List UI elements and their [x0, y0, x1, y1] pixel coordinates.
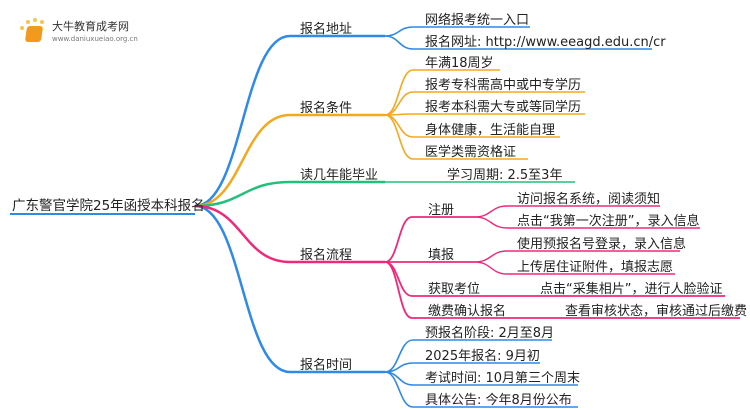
leaf-conditions: 医学类需资格证	[425, 145, 517, 160]
substep-line	[474, 250, 680, 263]
leaf-conditions: 报考专科需高中或中专学历	[425, 78, 582, 93]
branch-process: 报名流程	[300, 248, 353, 263]
logo: 大牛教育成考网 www.daniuxueiao.org.cn	[20, 18, 180, 48]
branch-line-conditions	[194, 113, 385, 208]
logo-name: 大牛教育成考网	[52, 20, 129, 33]
branch-line-address	[194, 34, 385, 208]
root-node: 广东警官学院25年函授本科报名	[12, 198, 205, 214]
leaf-time: 预报名阶段: 2月至8月	[425, 326, 555, 341]
substep: 查看审核状态，审核通过后缴费	[565, 304, 748, 319]
branch-line-process	[194, 204, 385, 264]
leaf-line-address	[384, 35, 652, 50]
leaf-conditions: 报考本科需大专或等同学历	[425, 100, 582, 115]
substep: 使用预报名号登录，录入信息	[517, 237, 687, 252]
leaf-time: 具体公告: 今年8月份公布	[425, 393, 572, 408]
branch-duration: 读几年能毕业	[300, 168, 379, 183]
step-1: 填报	[428, 248, 455, 263]
substep-line	[474, 261, 675, 275]
logo-url: www.daniuxueiao.org.cn	[52, 35, 138, 43]
substep: 上传居住证附件，填报志愿	[517, 260, 674, 275]
leaf-time: 考试时间: 10月第三个周末	[425, 371, 581, 386]
branch-conditions: 报名条件	[300, 101, 353, 116]
substep: 点击“采集相片”，进行人脸验证	[540, 282, 723, 297]
leaf-line-conditions	[384, 114, 528, 160]
step-2: 获取考位	[428, 282, 481, 297]
step-3: 缴费确认报名	[428, 304, 507, 319]
branch-time: 报名时间	[300, 358, 353, 373]
substep-line	[474, 205, 660, 218]
leaf-address: 报名网址: http://www.eeagd.edu.cn/cr	[425, 35, 666, 50]
substep-line	[474, 216, 700, 229]
branch-address: 报名地址	[300, 22, 353, 37]
step-line	[384, 216, 475, 263]
logo-dots-icon	[20, 18, 48, 30]
leaf-time: 2025年报名: 9月初	[425, 349, 540, 364]
leaf-conditions: 身体健康，生活能自理	[425, 123, 556, 138]
leaf-address: 网络报考统一入口	[425, 13, 530, 28]
substep: 访问报名系统，阅读须知	[517, 192, 661, 207]
branch-line-duration	[194, 180, 385, 208]
step-0: 注册	[428, 203, 455, 218]
step-line	[384, 261, 740, 319]
leaf-duration: 学习周期: 2.5至3年	[447, 168, 563, 183]
leaf-line-time	[384, 371, 578, 408]
branch-line-time	[194, 204, 385, 374]
substep: 点击“我第一次注册”，录入信息	[517, 214, 700, 229]
leaf-conditions: 年满18周岁	[425, 56, 494, 71]
